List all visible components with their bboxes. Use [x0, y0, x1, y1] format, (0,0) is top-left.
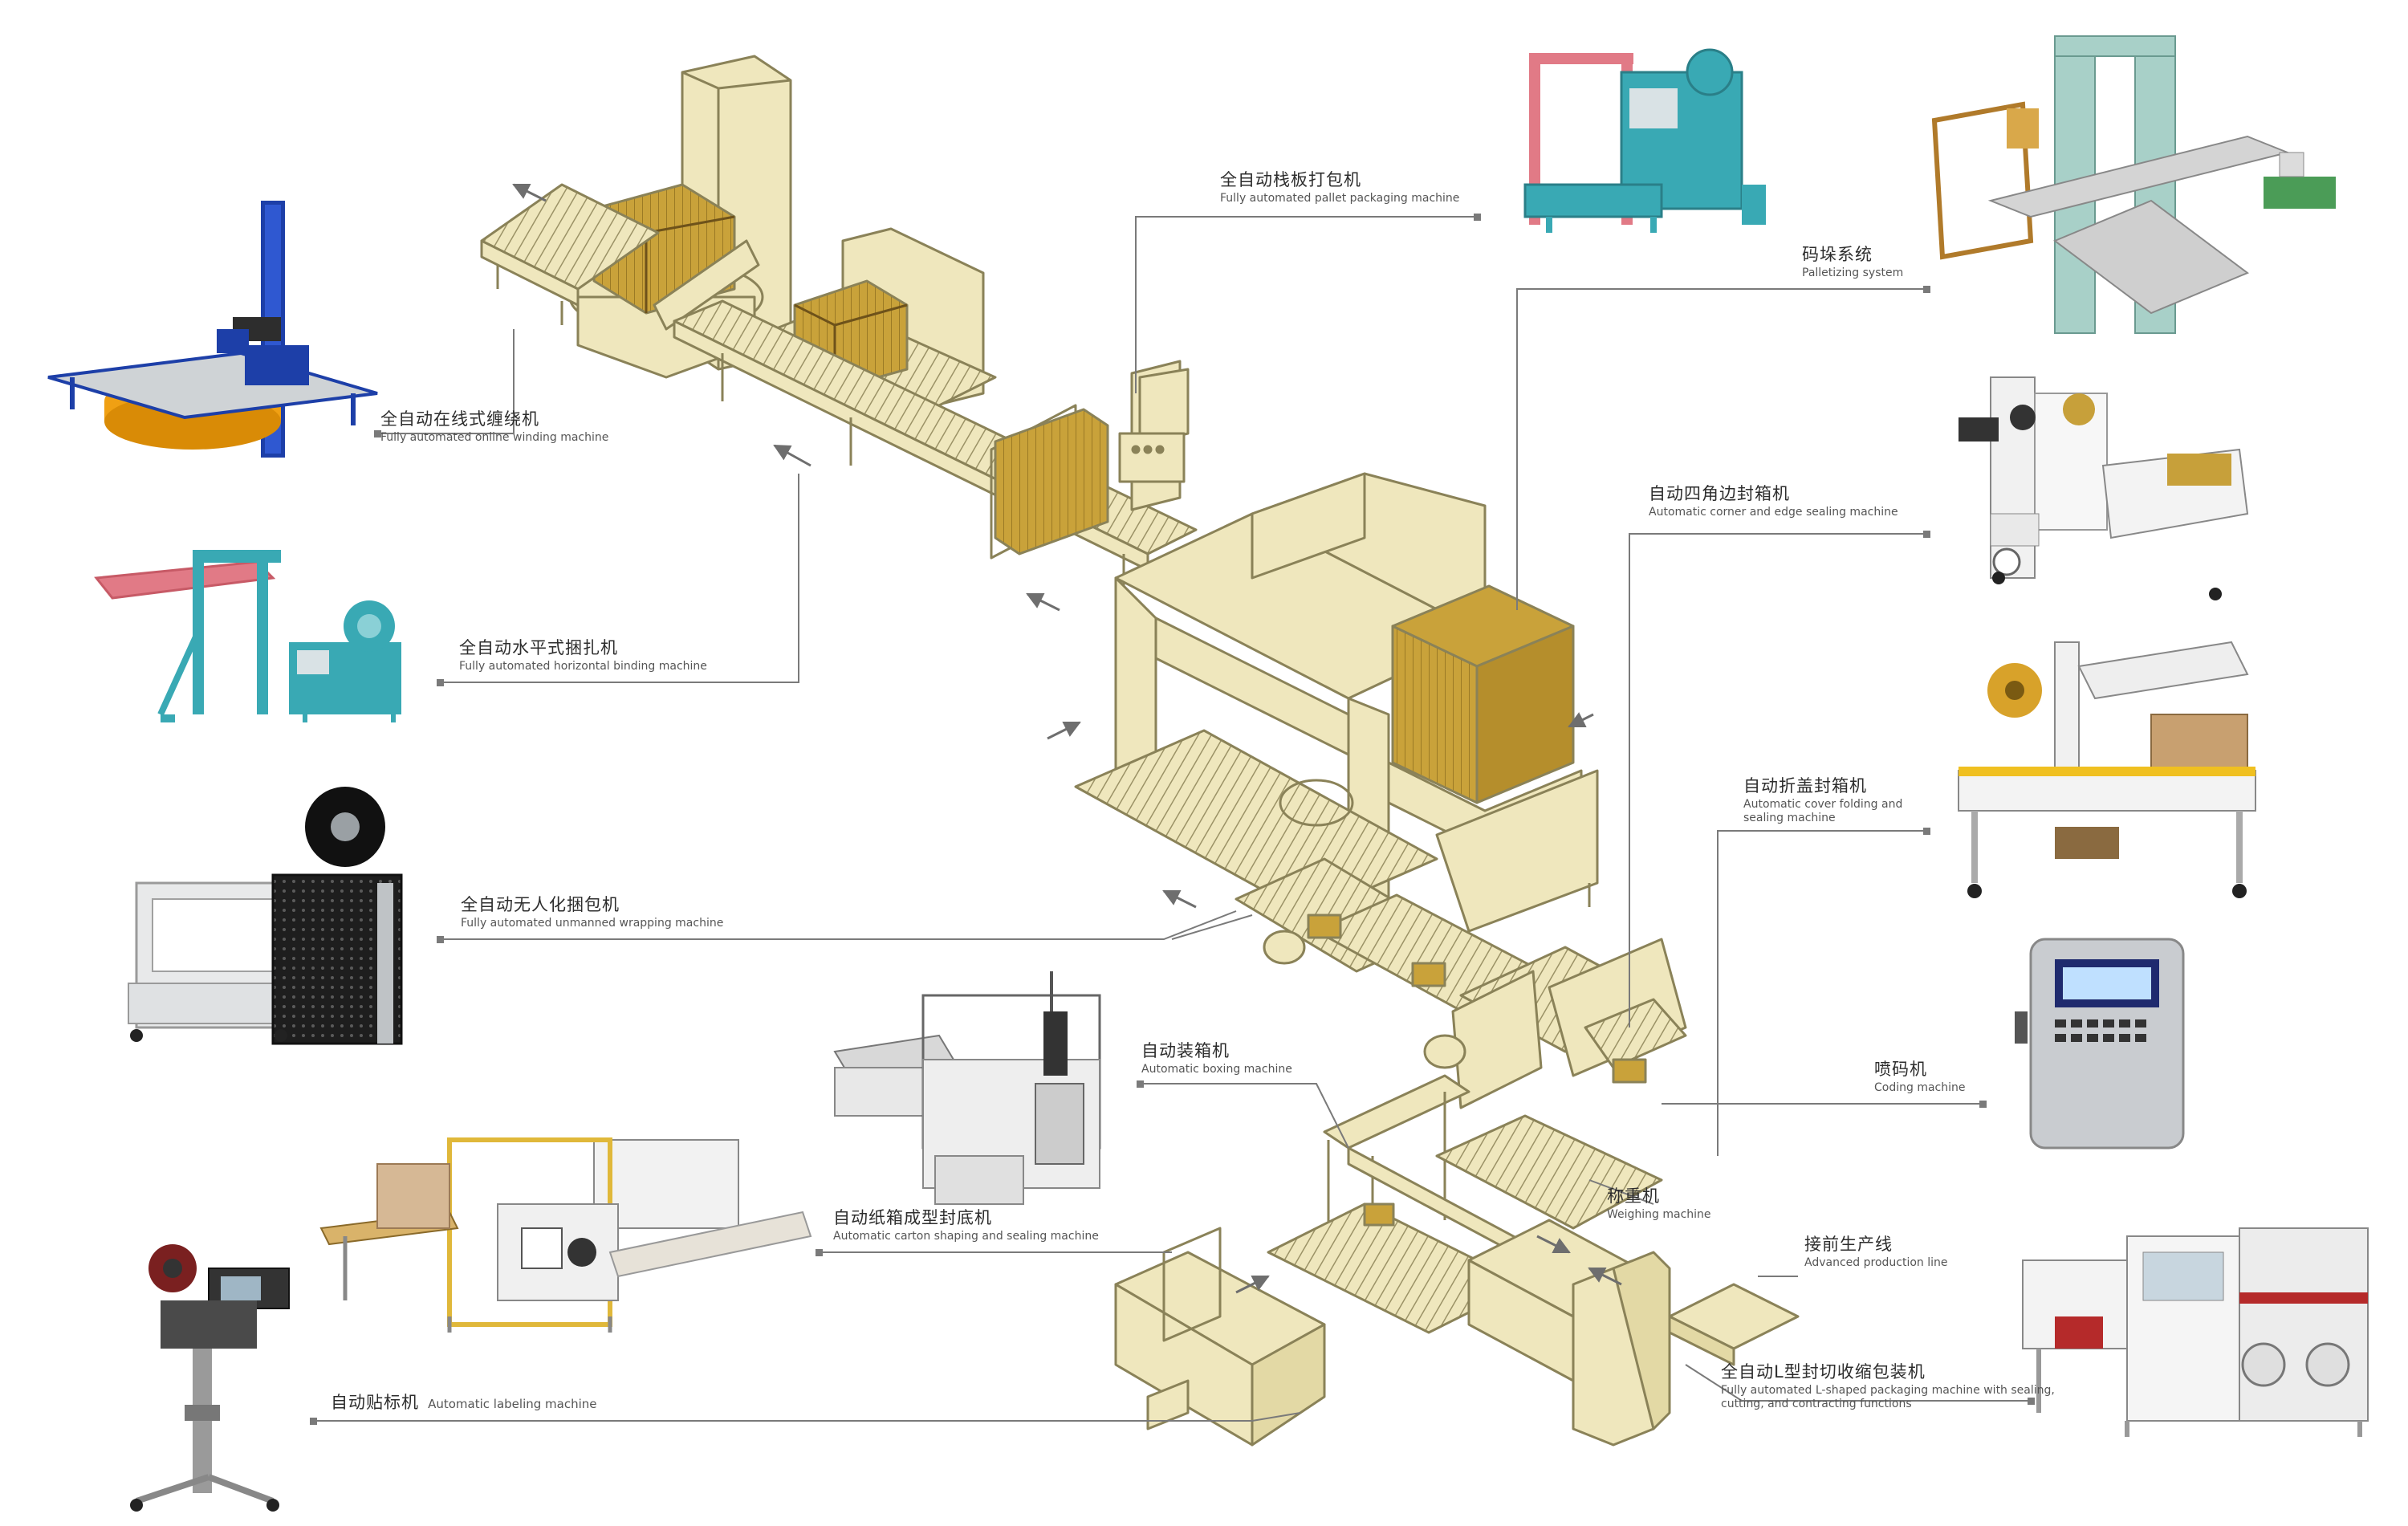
- lower-conveyor-chain: [1235, 857, 1687, 1109]
- l-shaped-packaging-machine-image: [2022, 1227, 2369, 1437]
- coding-machine-image: [2015, 938, 2185, 1150]
- label-pallet-packaging: 全自动栈板打包机 Fully automated pallet packagin…: [1220, 170, 1459, 205]
- label-carton-shaping-en: Automatic carton shaping and sealing mac…: [833, 1230, 1099, 1243]
- carton-hopper: [1114, 1227, 1326, 1447]
- leader-endpoints: [310, 214, 2035, 1425]
- palletizing-system-image: [1931, 35, 2336, 334]
- label-unmanned-wrapping-zh: 全自动无人化捆包机: [461, 895, 620, 914]
- label-palletizing: 码垛系统 Palletizing system: [1802, 245, 1903, 279]
- central-production-line: [480, 55, 1800, 1447]
- label-coding: 喷码机 Coding machine: [1874, 1060, 1966, 1094]
- label-labeling-en: Automatic labeling machine: [428, 1397, 597, 1411]
- label-pallet-packaging-en: Fully automated pallet packaging machine: [1220, 192, 1460, 206]
- label-cover-folding-en: Automatic cover folding and: [1743, 798, 1903, 812]
- label-advanced-line: 接前生产线 Advanced production line: [1804, 1235, 1948, 1269]
- carton-shaping-machine-image: [319, 1137, 812, 1333]
- label-boxing-zh: 自动装箱机: [1141, 1041, 1230, 1060]
- online-winding-machine-image: [47, 201, 378, 458]
- l-sealer-unit: [1467, 1219, 1800, 1447]
- label-carton-shaping: 自动纸箱成型封底机 Automatic carton shaping and s…: [833, 1208, 1099, 1243]
- boxing-machine-image: [833, 971, 1101, 1205]
- callout-leader-lines: [313, 216, 2031, 1422]
- label-pallet-packaging-zh: 全自动栈板打包机: [1220, 170, 1361, 189]
- label-weighing: 称重机 Weighing machine: [1607, 1186, 1711, 1221]
- label-horizontal-binding: 全自动水平式捆扎机 Fully automated horizontal bin…: [459, 638, 707, 673]
- label-online-winding-zh: 全自动在线式缠绕机: [380, 409, 539, 429]
- label-cover-folding-en-2: sealing machine: [1743, 812, 1836, 825]
- label-corner-edge-sealing-en: Automatic corner and edge sealing machin…: [1649, 506, 1898, 519]
- corner-edge-sealing-machine-image: [1959, 376, 2249, 600]
- label-palletizing-en: Palletizing system: [1802, 267, 1904, 280]
- label-l-shaped: 全自动L型封切收缩包装机 Fully automated L-shaped pa…: [1721, 1362, 2055, 1410]
- label-weighing-en: Weighing machine: [1607, 1208, 1711, 1222]
- label-l-shaped-en-2: cutting, and contracting functions: [1721, 1398, 1912, 1411]
- pallet-packaging-machine-image: [1523, 48, 1766, 233]
- label-horizontal-binding-en: Fully automated horizontal binding machi…: [459, 660, 707, 673]
- label-corner-edge-sealing: 自动四角边封箱机 Automatic corner and edge seali…: [1649, 484, 1898, 519]
- label-cover-folding: 自动折盖封箱机 Automatic cover folding and seal…: [1743, 776, 1902, 824]
- label-online-winding-en: Fully automated online winding machine: [380, 431, 609, 445]
- stacked-carton-pile: [1387, 584, 1599, 955]
- label-boxing: 自动装箱机 Automatic boxing machine: [1141, 1041, 1292, 1076]
- label-weighing-zh: 称重机: [1607, 1186, 1660, 1206]
- label-corner-edge-sealing-zh: 自动四角边封箱机: [1649, 484, 1790, 503]
- label-horizontal-binding-zh: 全自动水平式捆扎机: [459, 638, 618, 657]
- label-palletizing-zh: 码垛系统: [1802, 245, 1873, 264]
- label-l-shaped-en: Fully automated L-shaped packaging machi…: [1721, 1384, 2055, 1398]
- labeling-machine-image: [130, 1244, 290, 1512]
- flow-arrows: [512, 183, 1622, 1294]
- label-advanced-line-zh: 接前生产线: [1804, 1235, 1893, 1254]
- label-online-winding: 全自动在线式缠绕机 Fully automated online winding…: [380, 409, 608, 444]
- label-unmanned-wrapping-en: Fully automated unmanned wrapping machin…: [461, 917, 724, 930]
- label-l-shaped-zh: 全自动L型封切收缩包装机: [1721, 1362, 1926, 1382]
- pallet-strapping-station: [990, 360, 1190, 560]
- label-cover-folding-zh: 自动折盖封箱机: [1743, 776, 1867, 796]
- upper-roller-conveyor: [480, 183, 660, 325]
- cover-folding-sealing-machine-image: [1958, 641, 2256, 898]
- label-labeling-zh: 自动贴标机: [331, 1393, 419, 1412]
- label-unmanned-wrapping: 全自动无人化捆包机 Fully automated unmanned wrapp…: [461, 895, 723, 930]
- label-carton-shaping-zh: 自动纸箱成型封底机: [833, 1208, 992, 1227]
- label-coding-en: Coding machine: [1874, 1081, 1966, 1095]
- label-boxing-en: Automatic boxing machine: [1141, 1063, 1292, 1076]
- unmanned-wrapping-machine-image: [128, 787, 403, 1045]
- label-coding-zh: 喷码机: [1874, 1060, 1927, 1079]
- horizontal-binding-machine-image: [94, 550, 401, 722]
- label-labeling: 自动贴标机 Automatic labeling machine: [331, 1393, 597, 1412]
- label-advanced-line-en: Advanced production line: [1804, 1256, 1948, 1270]
